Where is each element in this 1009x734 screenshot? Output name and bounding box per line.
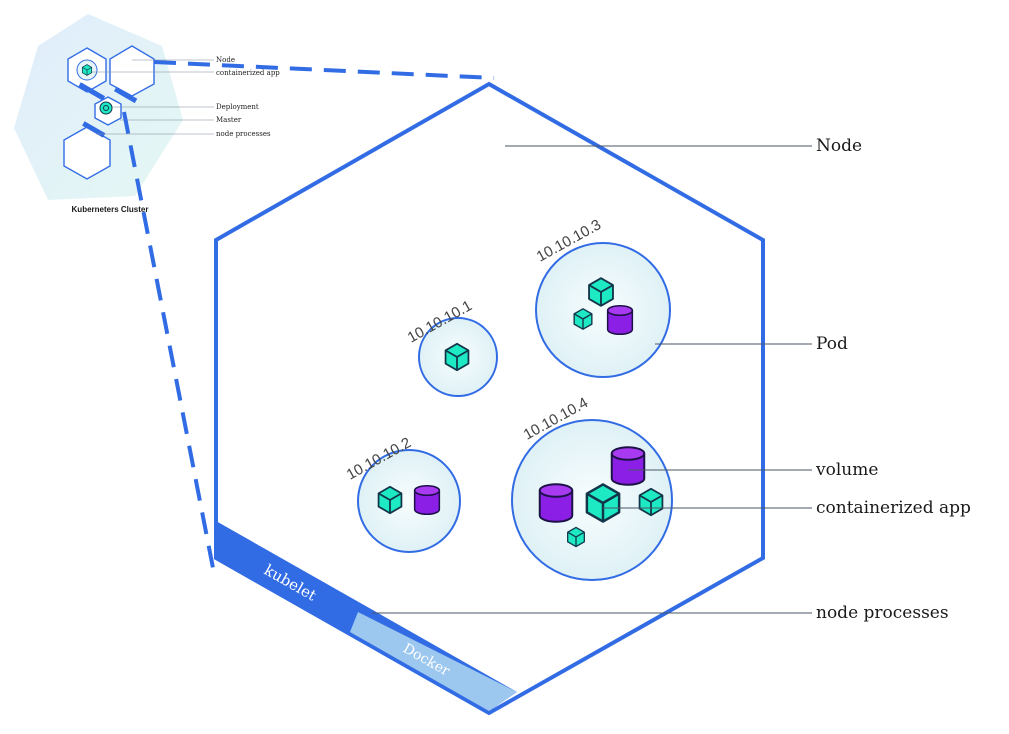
volume-icon xyxy=(606,304,634,336)
mini-node-process-bar-3 xyxy=(82,121,106,138)
mini-app-cube-icon xyxy=(81,64,93,76)
mini-label-containerized-app: containerized app xyxy=(216,69,280,77)
deployment-icon-inner xyxy=(103,105,109,111)
deployment-icon xyxy=(99,101,113,115)
app-cube-icon xyxy=(573,308,593,330)
app-cube-icon xyxy=(444,342,470,372)
callout-node: Node xyxy=(816,136,862,156)
app-cube-icon xyxy=(588,277,614,307)
app-cube-icon xyxy=(567,526,585,548)
callout-pod: Pod xyxy=(816,334,848,354)
docker-bar xyxy=(350,612,517,711)
callout-volume: volume xyxy=(815,460,878,480)
callout-containerized-app: containerized app xyxy=(816,498,971,518)
mini-node-process-bar-1 xyxy=(78,82,106,101)
cluster-caption: Kuberneters Cluster xyxy=(72,205,149,214)
app-cube-icon xyxy=(638,487,664,517)
node-outline xyxy=(214,81,765,716)
mini-node-hexagon-3 xyxy=(63,126,111,180)
mini-node-process-bar-2 xyxy=(113,86,138,104)
pod-circle xyxy=(535,242,671,378)
volume-icon xyxy=(413,484,441,516)
callout-node-processes: node processes xyxy=(816,603,949,623)
volume-icon xyxy=(610,446,646,486)
callout-leader-lines xyxy=(372,145,812,614)
node-hexagon: kubelet Docker xyxy=(214,81,765,716)
pod-10-10-10-2: 10.10.10.2 xyxy=(344,434,461,553)
app-cube-icon xyxy=(585,483,621,523)
mini-leader-lines xyxy=(92,59,214,135)
mini-cluster: Node containerized app Deployment Master… xyxy=(14,14,280,214)
volume-icon xyxy=(538,483,574,523)
mini-label-master: Master xyxy=(216,116,242,124)
mini-label-node: Node xyxy=(216,56,235,64)
mini-label-node-processes: node processes xyxy=(216,130,271,138)
pod-circle xyxy=(357,449,461,553)
zoom-indicator-lines xyxy=(122,60,495,569)
app-cube-icon xyxy=(377,485,403,515)
mini-label-deployment: Deployment xyxy=(216,103,259,111)
